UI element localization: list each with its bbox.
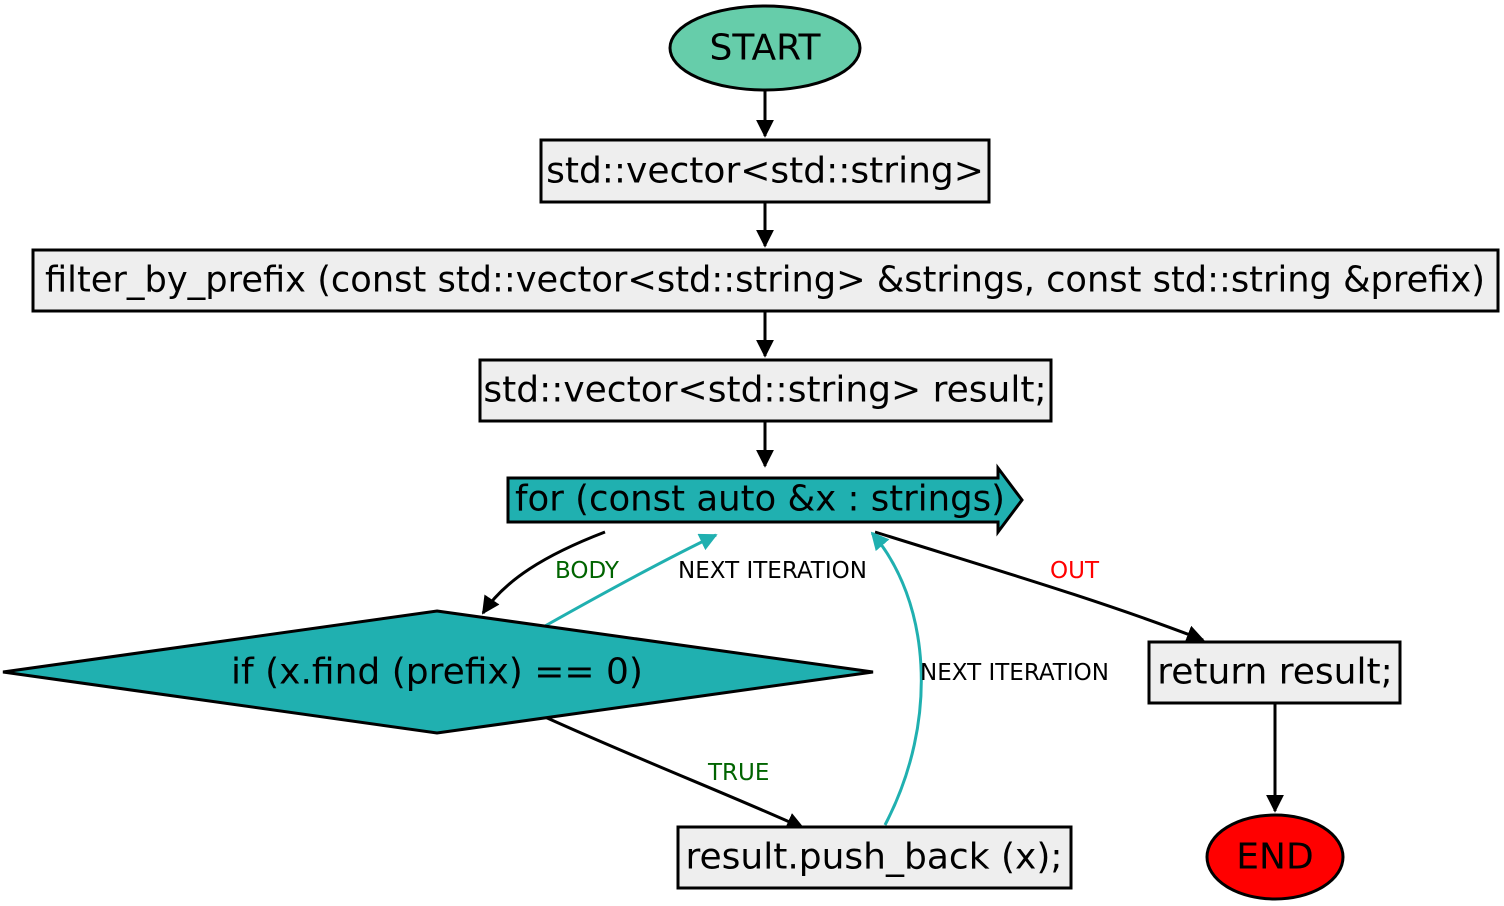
end-node[interactable]: END	[1205, 813, 1345, 901]
condition-node[interactable]: if (x.find (prefix) == 0)	[2, 609, 874, 735]
signature-label: filter_by_prefix (const std::vector<std:…	[45, 260, 1485, 301]
start-ellipse	[668, 4, 862, 92]
loop-label: for (const auto &x : strings)	[515, 479, 1005, 520]
push-label: result.push_back (x);	[685, 837, 1062, 878]
return-box	[1147, 640, 1402, 705]
loop-node[interactable]: for (const auto &x : strings)	[506, 463, 1024, 537]
return-type-node[interactable]: std::vector<std::string>	[539, 138, 991, 204]
push-node[interactable]: result.push_back (x);	[676, 825, 1073, 890]
return-type-box	[539, 138, 991, 204]
end-label: END	[1236, 837, 1313, 878]
start-node[interactable]: START	[668, 4, 862, 92]
edge-label-body: BODY	[555, 558, 620, 584]
condition-diamond	[2, 609, 874, 735]
signature-box	[31, 248, 1500, 313]
start-label: START	[709, 28, 821, 69]
edge-label-next-iteration-2: NEXT ITERATION	[920, 660, 1109, 686]
edge-next-iteration-2	[870, 531, 923, 826]
edge-condition-true	[544, 715, 805, 830]
decl-box	[478, 358, 1053, 423]
condition-label: if (x.find (prefix) == 0)	[231, 652, 643, 693]
edge-next-iteration-1	[544, 533, 718, 628]
push-box	[676, 825, 1073, 890]
decl-label: std::vector<std::string> result;	[483, 370, 1046, 411]
end-ellipse	[1205, 813, 1345, 901]
edge-loop-body	[481, 530, 606, 615]
edge-loop-out	[874, 530, 1205, 643]
return-label: return result;	[1157, 652, 1393, 693]
return-node[interactable]: return result;	[1147, 640, 1402, 705]
edge-label-out: OUT	[1050, 558, 1100, 584]
edge-label-next-iteration-1: NEXT ITERATION	[678, 558, 867, 584]
loop-shape	[506, 463, 1024, 537]
decl-node[interactable]: std::vector<std::string> result;	[478, 358, 1053, 423]
edge-label-true: TRUE	[707, 760, 769, 786]
signature-node[interactable]: filter_by_prefix (const std::vector<std:…	[31, 248, 1500, 313]
return-type-label: std::vector<std::string>	[546, 151, 984, 192]
